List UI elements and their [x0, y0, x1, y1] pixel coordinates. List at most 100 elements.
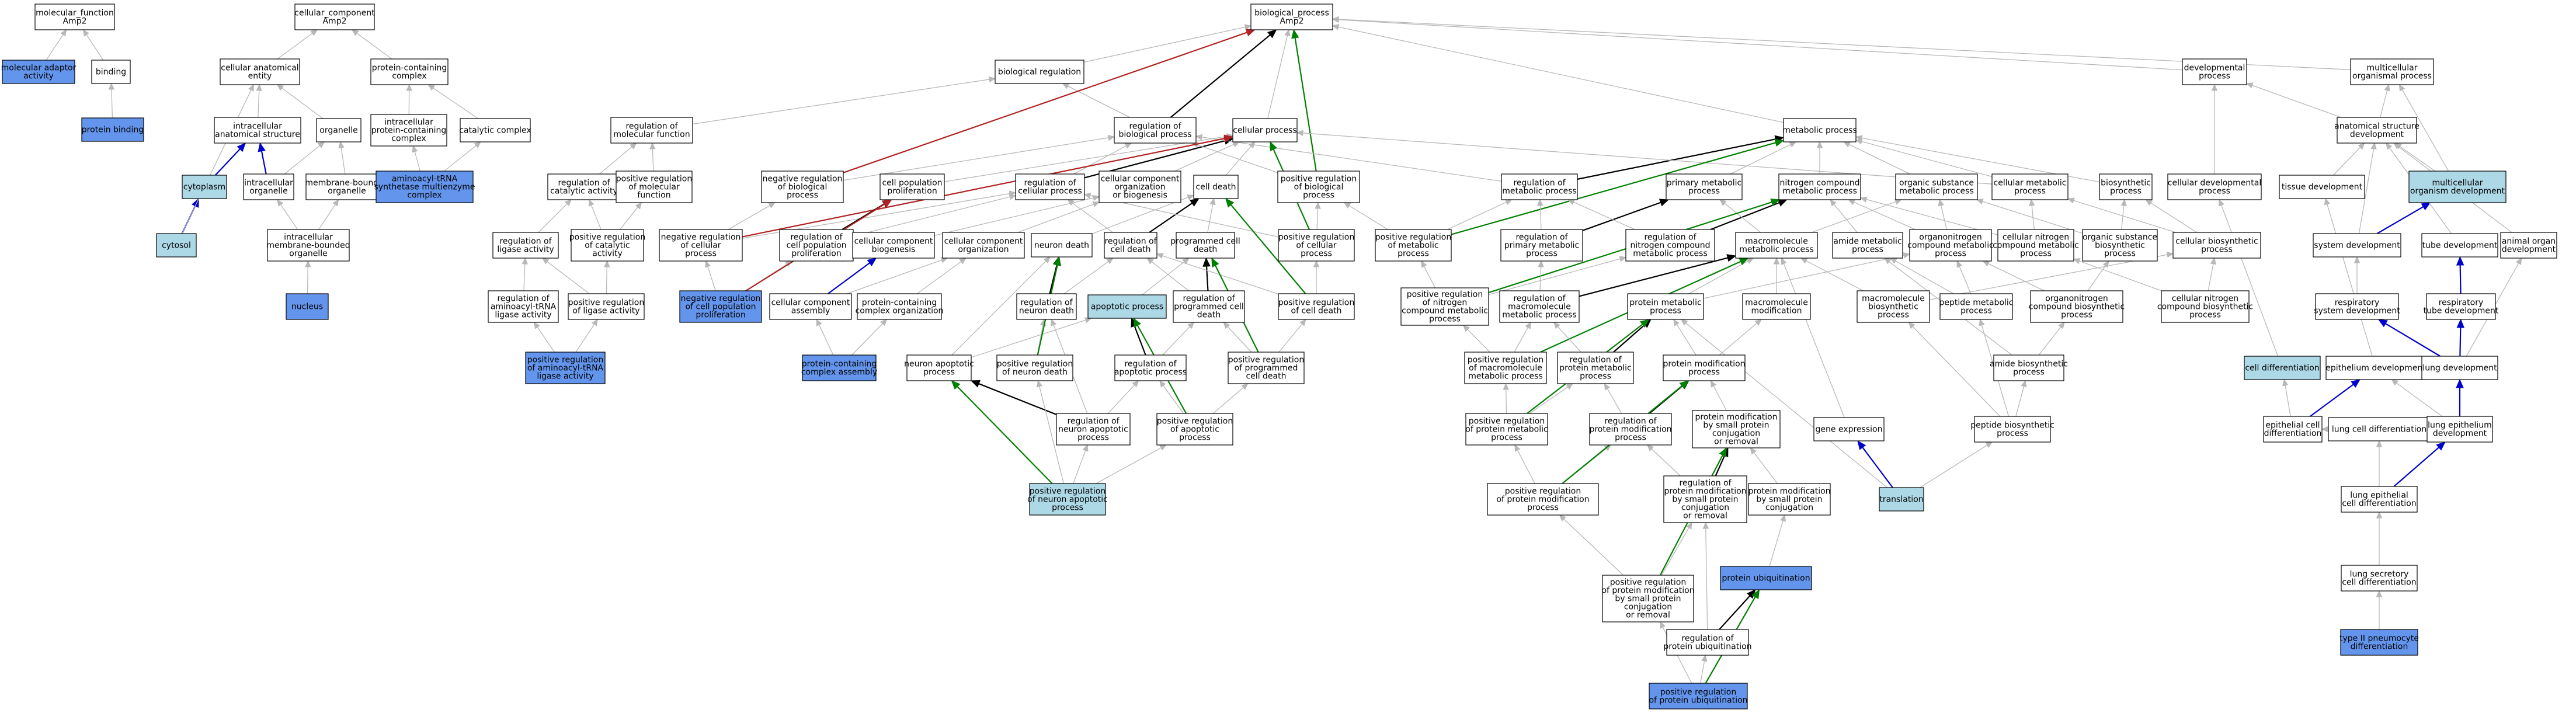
term-node-cellproc[interactable]: cellular process — [1232, 118, 1298, 142]
term-node-tissuedev[interactable]: tissue development — [2279, 175, 2365, 199]
term-node-bioreg[interactable]: biological regulation — [995, 60, 1084, 84]
term-node-pbind[interactable]: protein binding — [81, 117, 144, 142]
term-node-cytoplasm[interactable]: cytoplasm — [182, 175, 227, 199]
term-node-geneexpr[interactable]: gene expression — [1813, 417, 1885, 441]
term-node-nucleus[interactable]: nucleus — [286, 293, 329, 320]
term-node-sysdev[interactable]: system development — [2313, 233, 2401, 258]
term-node-lungdev[interactable]: lung development — [2421, 356, 2498, 380]
term-node-celldiff[interactable]: cell differentiation — [2244, 356, 2321, 380]
term-node-catcomplex[interactable]: catalytic complex — [459, 118, 531, 142]
term-node-organelle[interactable]: organelle — [316, 118, 361, 142]
term-node-epidev[interactable]: epithelium development — [2325, 356, 2426, 380]
term-node-neurondeath[interactable]: neuron death — [1031, 233, 1093, 258]
term-node-lungcelldiff[interactable]: lung cell differentiation — [2328, 417, 2431, 441]
term-node-metproc[interactable]: metabolic process — [1782, 118, 1857, 142]
term-node-apoptotic[interactable]: apoptotic process — [1087, 294, 1167, 319]
term-node-translation[interactable]: translation — [1879, 487, 1924, 512]
term-node-protubiq[interactable]: protein ubiquitination — [1720, 566, 1812, 590]
